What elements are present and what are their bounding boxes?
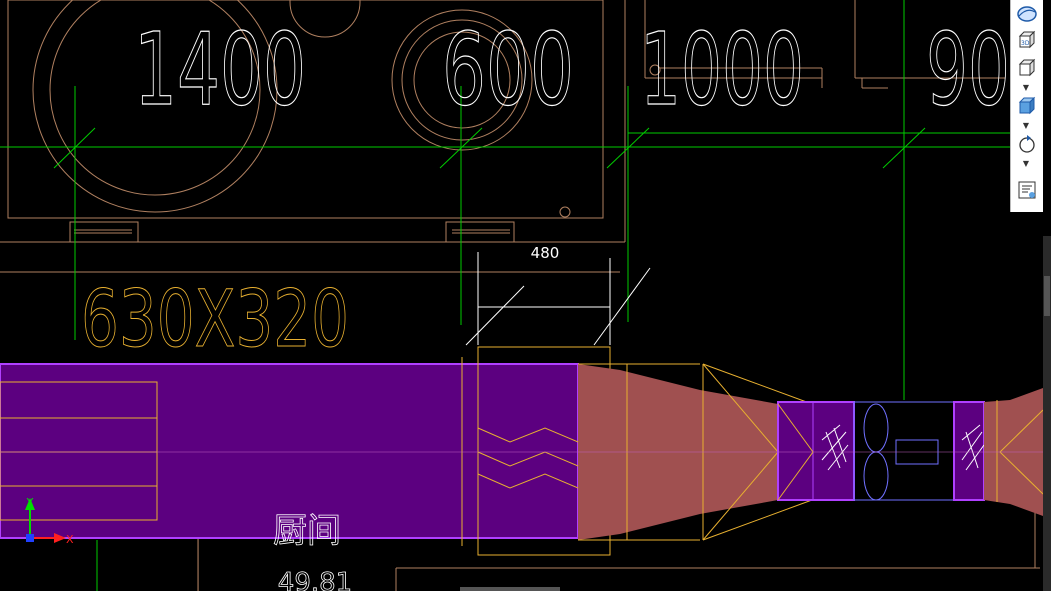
properties-list-icon[interactable] [1015, 178, 1039, 202]
dimension-text: 480 [531, 244, 560, 262]
ucs-icon: Y X [25, 496, 74, 546]
room-labels: 1400 600 1000 90 [133, 10, 1010, 128]
svg-text:3D: 3D [1021, 40, 1030, 47]
chevron-down-icon[interactable]: ▼ [1022, 121, 1030, 130]
scroll-thumb[interactable] [1044, 276, 1050, 316]
svg-text:630X320: 630X320 [81, 275, 349, 365]
dimension-480 [465, 252, 651, 346]
duct-size-label: 630X320 [81, 275, 350, 366]
equipment-circle-1400 [32, 0, 278, 213]
axis-grid-lines [0, 0, 1010, 591]
equipment-circle-600 [391, 9, 533, 151]
svg-text:Y: Y [26, 496, 34, 509]
room-label-1000: 1000 [640, 11, 804, 128]
room-label-90: 90 [926, 11, 1010, 128]
navigation-toolbar: 3D ▼ ▼ ▼ [1010, 0, 1043, 212]
main-duct[interactable] [0, 357, 579, 546]
orbit-icon[interactable] [1015, 2, 1039, 26]
cube-icon[interactable] [1015, 56, 1039, 80]
horizontal-scrollbar[interactable] [460, 587, 560, 591]
svg-text:X: X [66, 533, 74, 546]
fan-unit[interactable] [777, 401, 985, 501]
chevron-down-icon[interactable]: ▼ [1022, 159, 1030, 168]
chevron-down-icon[interactable]: ▼ [1022, 83, 1030, 92]
room-label-1400: 1400 [134, 11, 306, 128]
vertical-scrollbar[interactable] [1043, 236, 1051, 591]
rotate-icon[interactable] [1015, 132, 1039, 156]
room-area-text: 49.81 [278, 568, 352, 591]
room-name-text: 厨间 [273, 511, 341, 551]
room-outline-left [7, 0, 604, 219]
room-label-600: 600 [442, 11, 574, 128]
shaded-cube-icon[interactable] [1015, 94, 1039, 118]
3d-view-icon[interactable]: 3D [1015, 28, 1039, 52]
